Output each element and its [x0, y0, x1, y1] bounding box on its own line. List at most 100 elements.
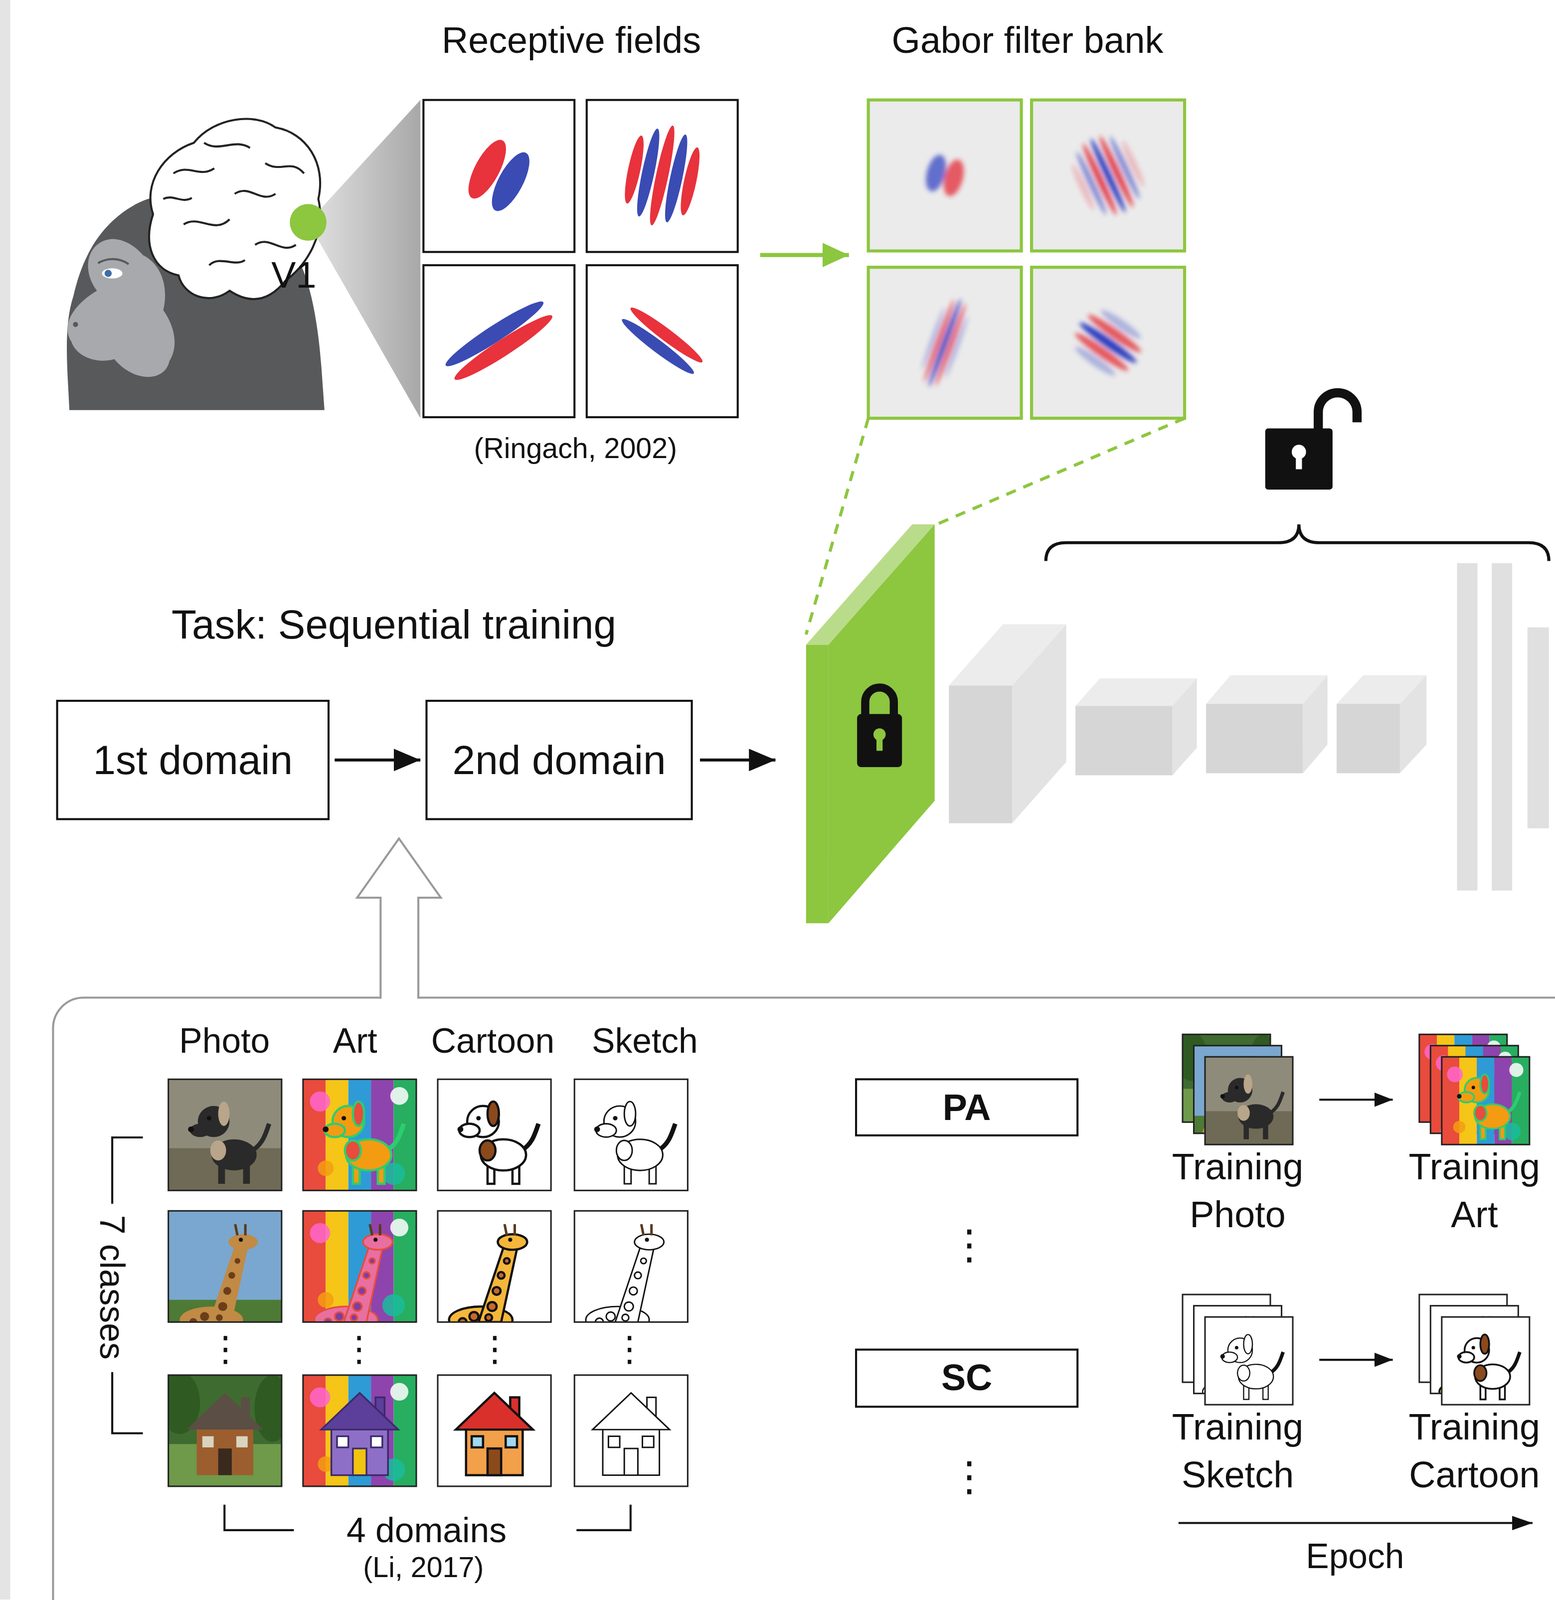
page-edge-strip — [0, 0, 10, 1600]
thumbnail-image — [574, 1079, 688, 1191]
giraffe-spot — [469, 1312, 479, 1322]
text-label: (Ringach, 2002) — [473, 434, 678, 464]
giraffe-spot — [504, 1258, 510, 1264]
brain-gyrus — [173, 168, 215, 174]
lock-body — [857, 714, 902, 768]
illustration-part — [168, 1210, 282, 1323]
node-text: Training Art — [1397, 1143, 1552, 1240]
thumbnail-image — [1205, 1056, 1293, 1147]
illustration-part — [574, 1210, 688, 1323]
gabor-stripe — [1098, 306, 1144, 343]
lock-icon — [857, 687, 902, 768]
thumbnail-image — [574, 1375, 688, 1487]
illustration-part — [574, 1210, 688, 1323]
house-wall — [331, 1426, 389, 1476]
giraffe-spot — [485, 1314, 493, 1322]
giraffe-eye — [645, 1237, 650, 1242]
monkey-illustration — [66, 119, 327, 411]
photo-tree — [254, 1375, 282, 1443]
dog-ear — [624, 1101, 636, 1127]
dog-chest — [1237, 1105, 1250, 1122]
network-layer — [1336, 675, 1427, 774]
giraffe-spot — [352, 1302, 362, 1312]
dog-nose — [457, 1126, 464, 1133]
thumbnail-image — [437, 1210, 551, 1334]
unlock-shackle — [1318, 392, 1358, 433]
text-label: Epoch — [1305, 1538, 1404, 1574]
brain-gyrus — [234, 190, 276, 197]
lock-shackle — [865, 687, 894, 716]
dog-tail — [1506, 1092, 1520, 1114]
giraffe-spot — [606, 1312, 616, 1322]
thumbnail-border — [1205, 1056, 1293, 1145]
illustration-part — [574, 1079, 688, 1191]
text-label: Art — [333, 1023, 378, 1059]
giraffe-spot — [218, 1302, 228, 1312]
giraffe-horns — [369, 1224, 380, 1236]
node-text: 1st domain — [93, 736, 293, 784]
illustration-part — [1205, 1317, 1293, 1405]
illustration-part — [1205, 1056, 1293, 1145]
thumbnail-border — [303, 1375, 417, 1487]
house-window — [608, 1436, 620, 1448]
giraffe-spot — [369, 1258, 375, 1264]
receptive-field-lobe — [484, 147, 537, 217]
dog-ear — [218, 1101, 230, 1127]
dog-chest — [616, 1140, 633, 1161]
text-label: Task: Sequential training — [171, 604, 617, 646]
layer-side — [828, 524, 935, 924]
receptive-field-lobe — [441, 295, 548, 373]
illustration-part — [168, 1079, 282, 1191]
thumbnail-image — [303, 1079, 417, 1191]
house-door — [218, 1448, 232, 1476]
plain-background — [437, 1079, 551, 1191]
thumbnail-border — [1205, 1317, 1293, 1405]
connector-arrow — [1319, 1098, 1393, 1101]
node-text: Training Sketch — [1161, 1403, 1315, 1500]
thumbnail-image — [1441, 1056, 1530, 1145]
image-stack: Training Art — [1397, 1033, 1552, 1240]
dog-chest — [479, 1140, 496, 1161]
gabor-stripe — [1119, 139, 1147, 188]
house-wall — [196, 1426, 254, 1476]
monkey-eye — [102, 268, 123, 279]
plain-background — [437, 1375, 551, 1487]
text-label: V1 — [271, 257, 317, 295]
receptive-field-frame — [586, 265, 738, 418]
dog-ear — [352, 1101, 365, 1127]
illustration-part — [437, 1079, 551, 1191]
thumbnail-image — [437, 1079, 551, 1191]
giraffe-spot — [634, 1272, 642, 1279]
text-label: ⋮ — [948, 1224, 990, 1266]
illustration-part — [303, 1375, 417, 1487]
art-splash — [390, 1218, 409, 1237]
hollow-arrow — [356, 838, 441, 999]
illustration-part — [437, 1079, 551, 1191]
dog-tail — [386, 1124, 404, 1152]
zoom-line — [936, 418, 1185, 525]
illustration-part — [574, 1375, 688, 1487]
layer-side — [1172, 678, 1198, 776]
dense-layer — [1457, 563, 1478, 891]
gabor-frame — [1031, 267, 1185, 419]
text-label: ⋮ — [948, 1455, 990, 1497]
house-window — [236, 1436, 248, 1448]
giraffe-spot — [223, 1287, 232, 1296]
dog-eye — [476, 1116, 481, 1121]
illustration-part — [303, 1210, 417, 1323]
dense-layer — [1527, 627, 1550, 829]
giraffe-spot — [362, 1272, 370, 1279]
giraffe-horns — [641, 1224, 652, 1236]
giraffe-spot — [234, 1258, 241, 1264]
thumbnail-border — [437, 1079, 551, 1191]
epoch-arrow — [1178, 1522, 1533, 1525]
dog-eye — [612, 1116, 618, 1121]
art-splash — [309, 1223, 331, 1244]
text-label: Gabor filter bank — [891, 22, 1164, 60]
giraffe-spot — [629, 1287, 638, 1296]
brain-gyrus — [255, 241, 297, 248]
thumbnail-image — [437, 1375, 551, 1487]
layer-side — [1012, 624, 1066, 824]
text-label: (Li, 2017) — [362, 1554, 484, 1583]
